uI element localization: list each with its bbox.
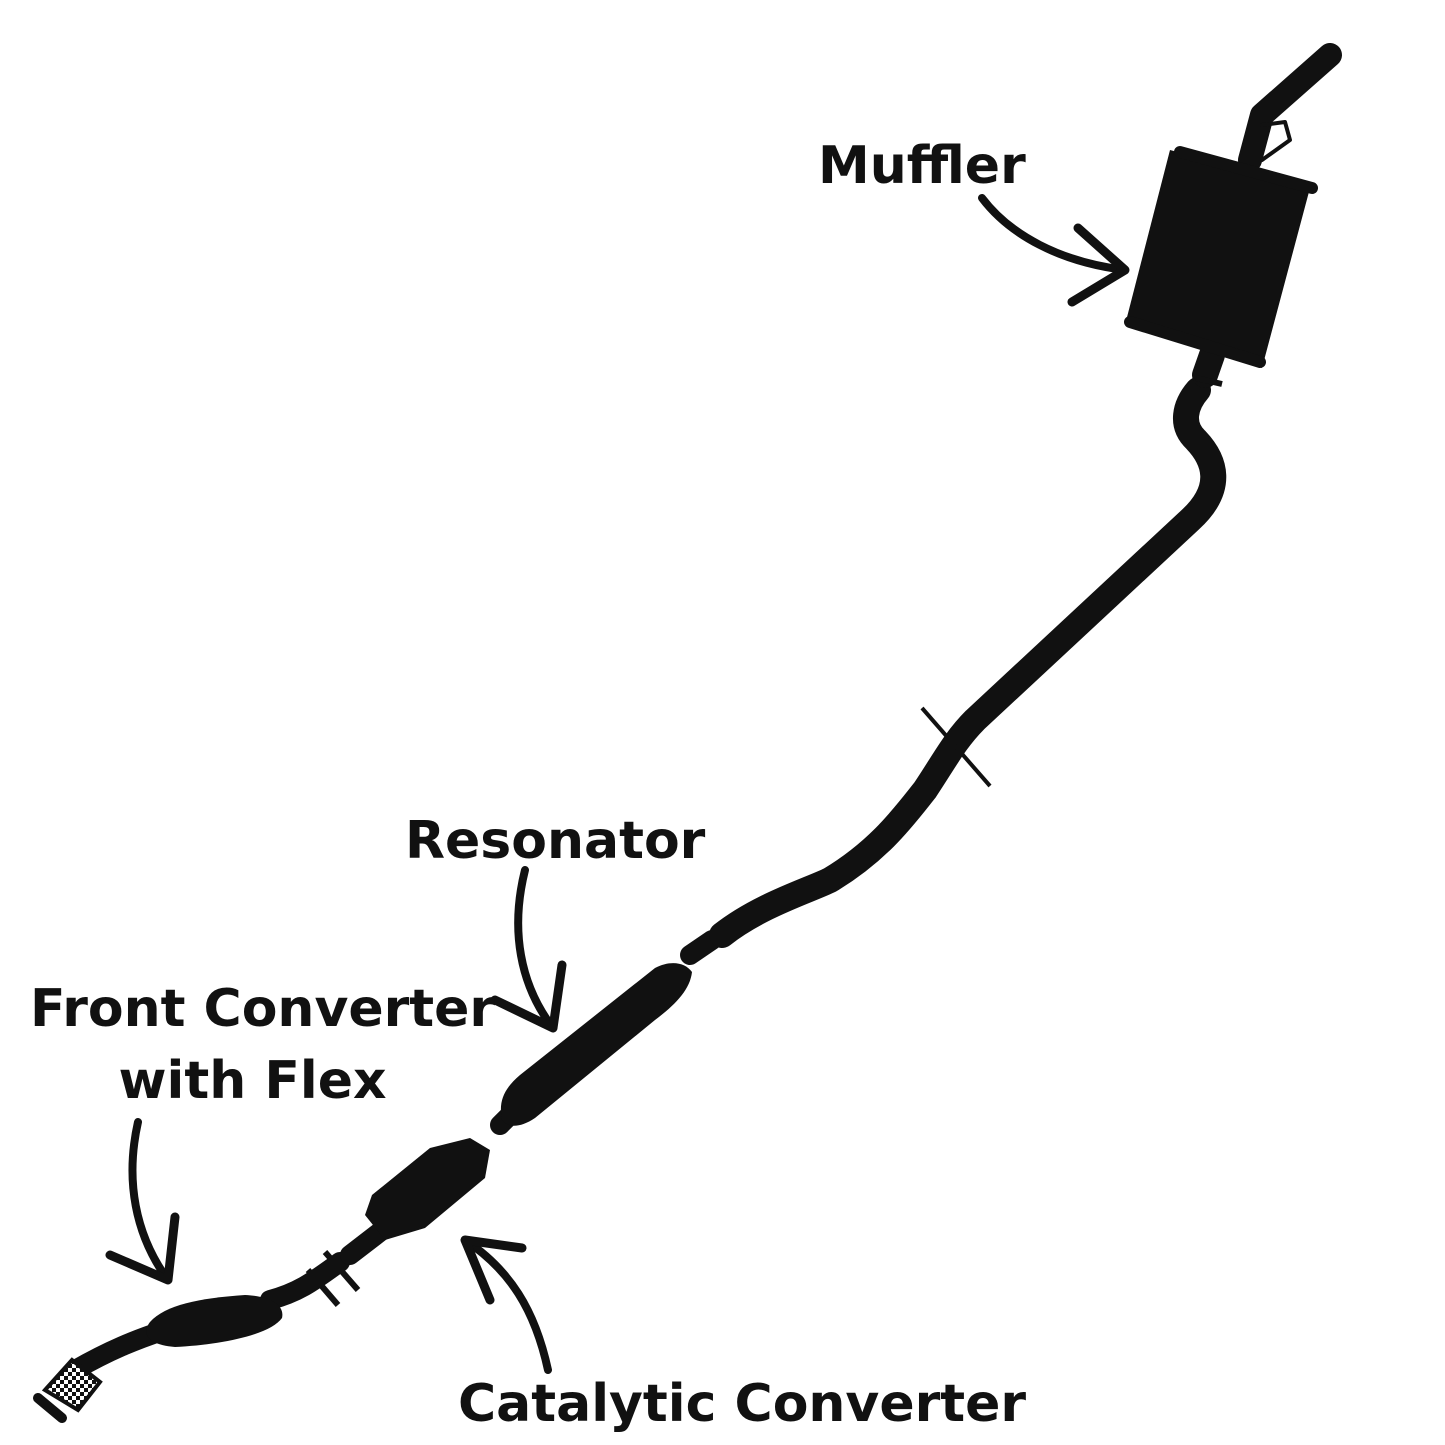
resonator-body (500, 963, 692, 1126)
catalytic-converter-arrow-icon (461, 1236, 552, 1374)
pipe-joints (305, 375, 1223, 1307)
exhaust-pipe (65, 43, 1342, 1380)
front-converter-label: Front Converter with Flex (30, 979, 496, 1111)
callout-arrows (105, 194, 1130, 1374)
muffler-body (1124, 146, 1318, 368)
resonator-label: Resonator (405, 811, 706, 871)
muffler-arrow-icon (978, 194, 1129, 274)
resonator-arrow-icon (514, 866, 557, 1032)
muffler-label: Muffler (818, 136, 1026, 196)
catalytic-converter-body (365, 1138, 490, 1240)
front-converter-label-line2: with Flex (118, 1051, 387, 1111)
catalytic-converter-label: Catalytic Converter (458, 1374, 1027, 1434)
front-converter-arrow-icon (128, 1118, 172, 1284)
flex-pipe (33, 1357, 103, 1423)
front-converter-body (146, 1295, 283, 1347)
front-converter-label-line1: Front Converter (30, 979, 496, 1039)
